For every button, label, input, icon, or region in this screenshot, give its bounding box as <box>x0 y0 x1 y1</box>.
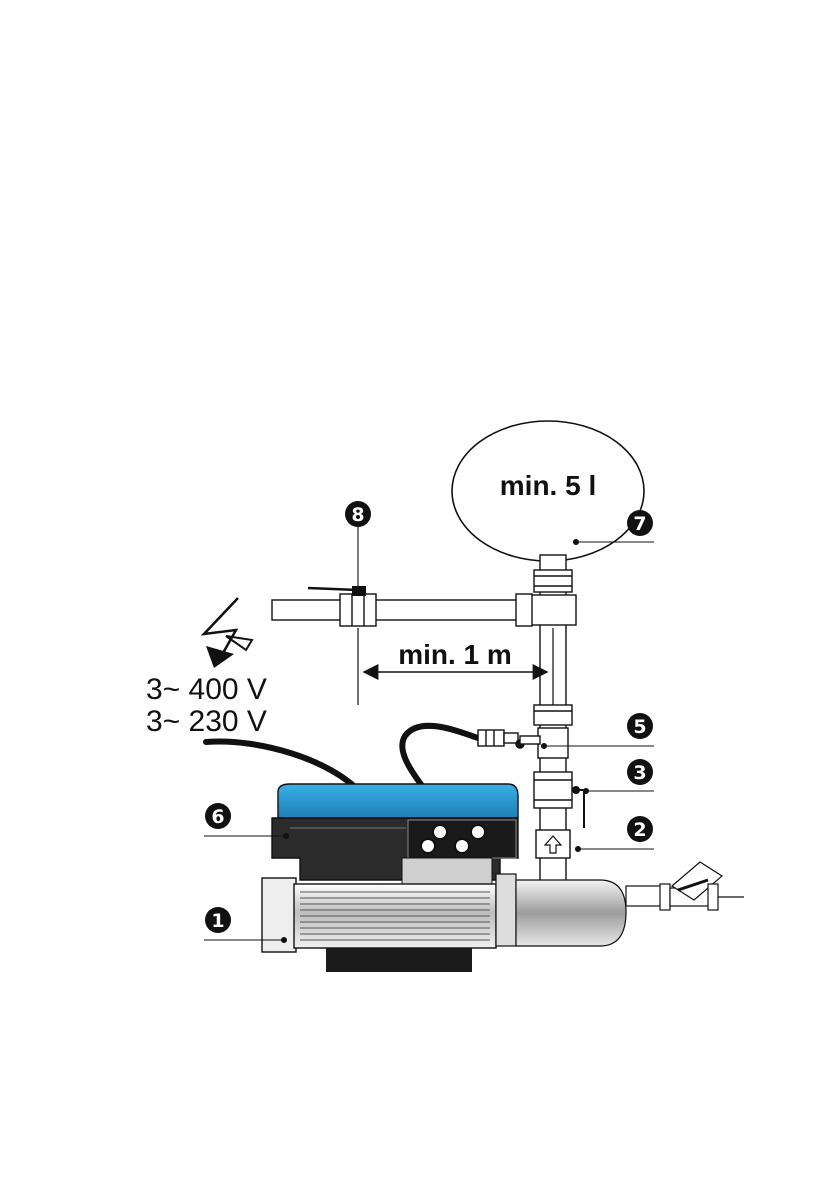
inlet-pipe <box>660 862 744 910</box>
callout-7: 7 <box>627 510 653 536</box>
callout-8: 8 <box>345 501 371 527</box>
callout-3: 3 <box>627 759 653 785</box>
voltage-line-2: 3~ 230 V <box>146 705 267 738</box>
callout-2-label: 2 <box>633 819 646 841</box>
callout-8-label: 8 <box>351 504 364 526</box>
callout-3-label: 3 <box>633 762 646 784</box>
callout-6-label: 6 <box>211 806 224 828</box>
distance-dimension: min. 1 m <box>358 628 553 705</box>
callout-7-label: 7 <box>633 513 646 535</box>
expansion-vessel: min. 5 l <box>452 421 644 561</box>
horizontal-pipe <box>272 594 532 626</box>
valve-8-handle <box>308 586 366 596</box>
callout-5-label: 5 <box>633 716 646 738</box>
pressure-sensor <box>478 730 540 748</box>
callout-2: 2 <box>627 816 653 842</box>
valve-3-handle <box>572 787 584 828</box>
callout-1: 1 <box>205 907 231 933</box>
electrical-supply-icon <box>204 598 252 668</box>
pump-hydraulic <box>496 874 662 946</box>
callout-5: 5 <box>627 713 653 739</box>
callout-1-label: 1 <box>211 910 224 932</box>
vessel-volume-label: min. 5 l <box>500 470 596 501</box>
callout-6: 6 <box>205 803 231 829</box>
voltage-line-1: 3~ 400 V <box>146 673 267 706</box>
distance-label: min. 1 m <box>398 639 512 670</box>
